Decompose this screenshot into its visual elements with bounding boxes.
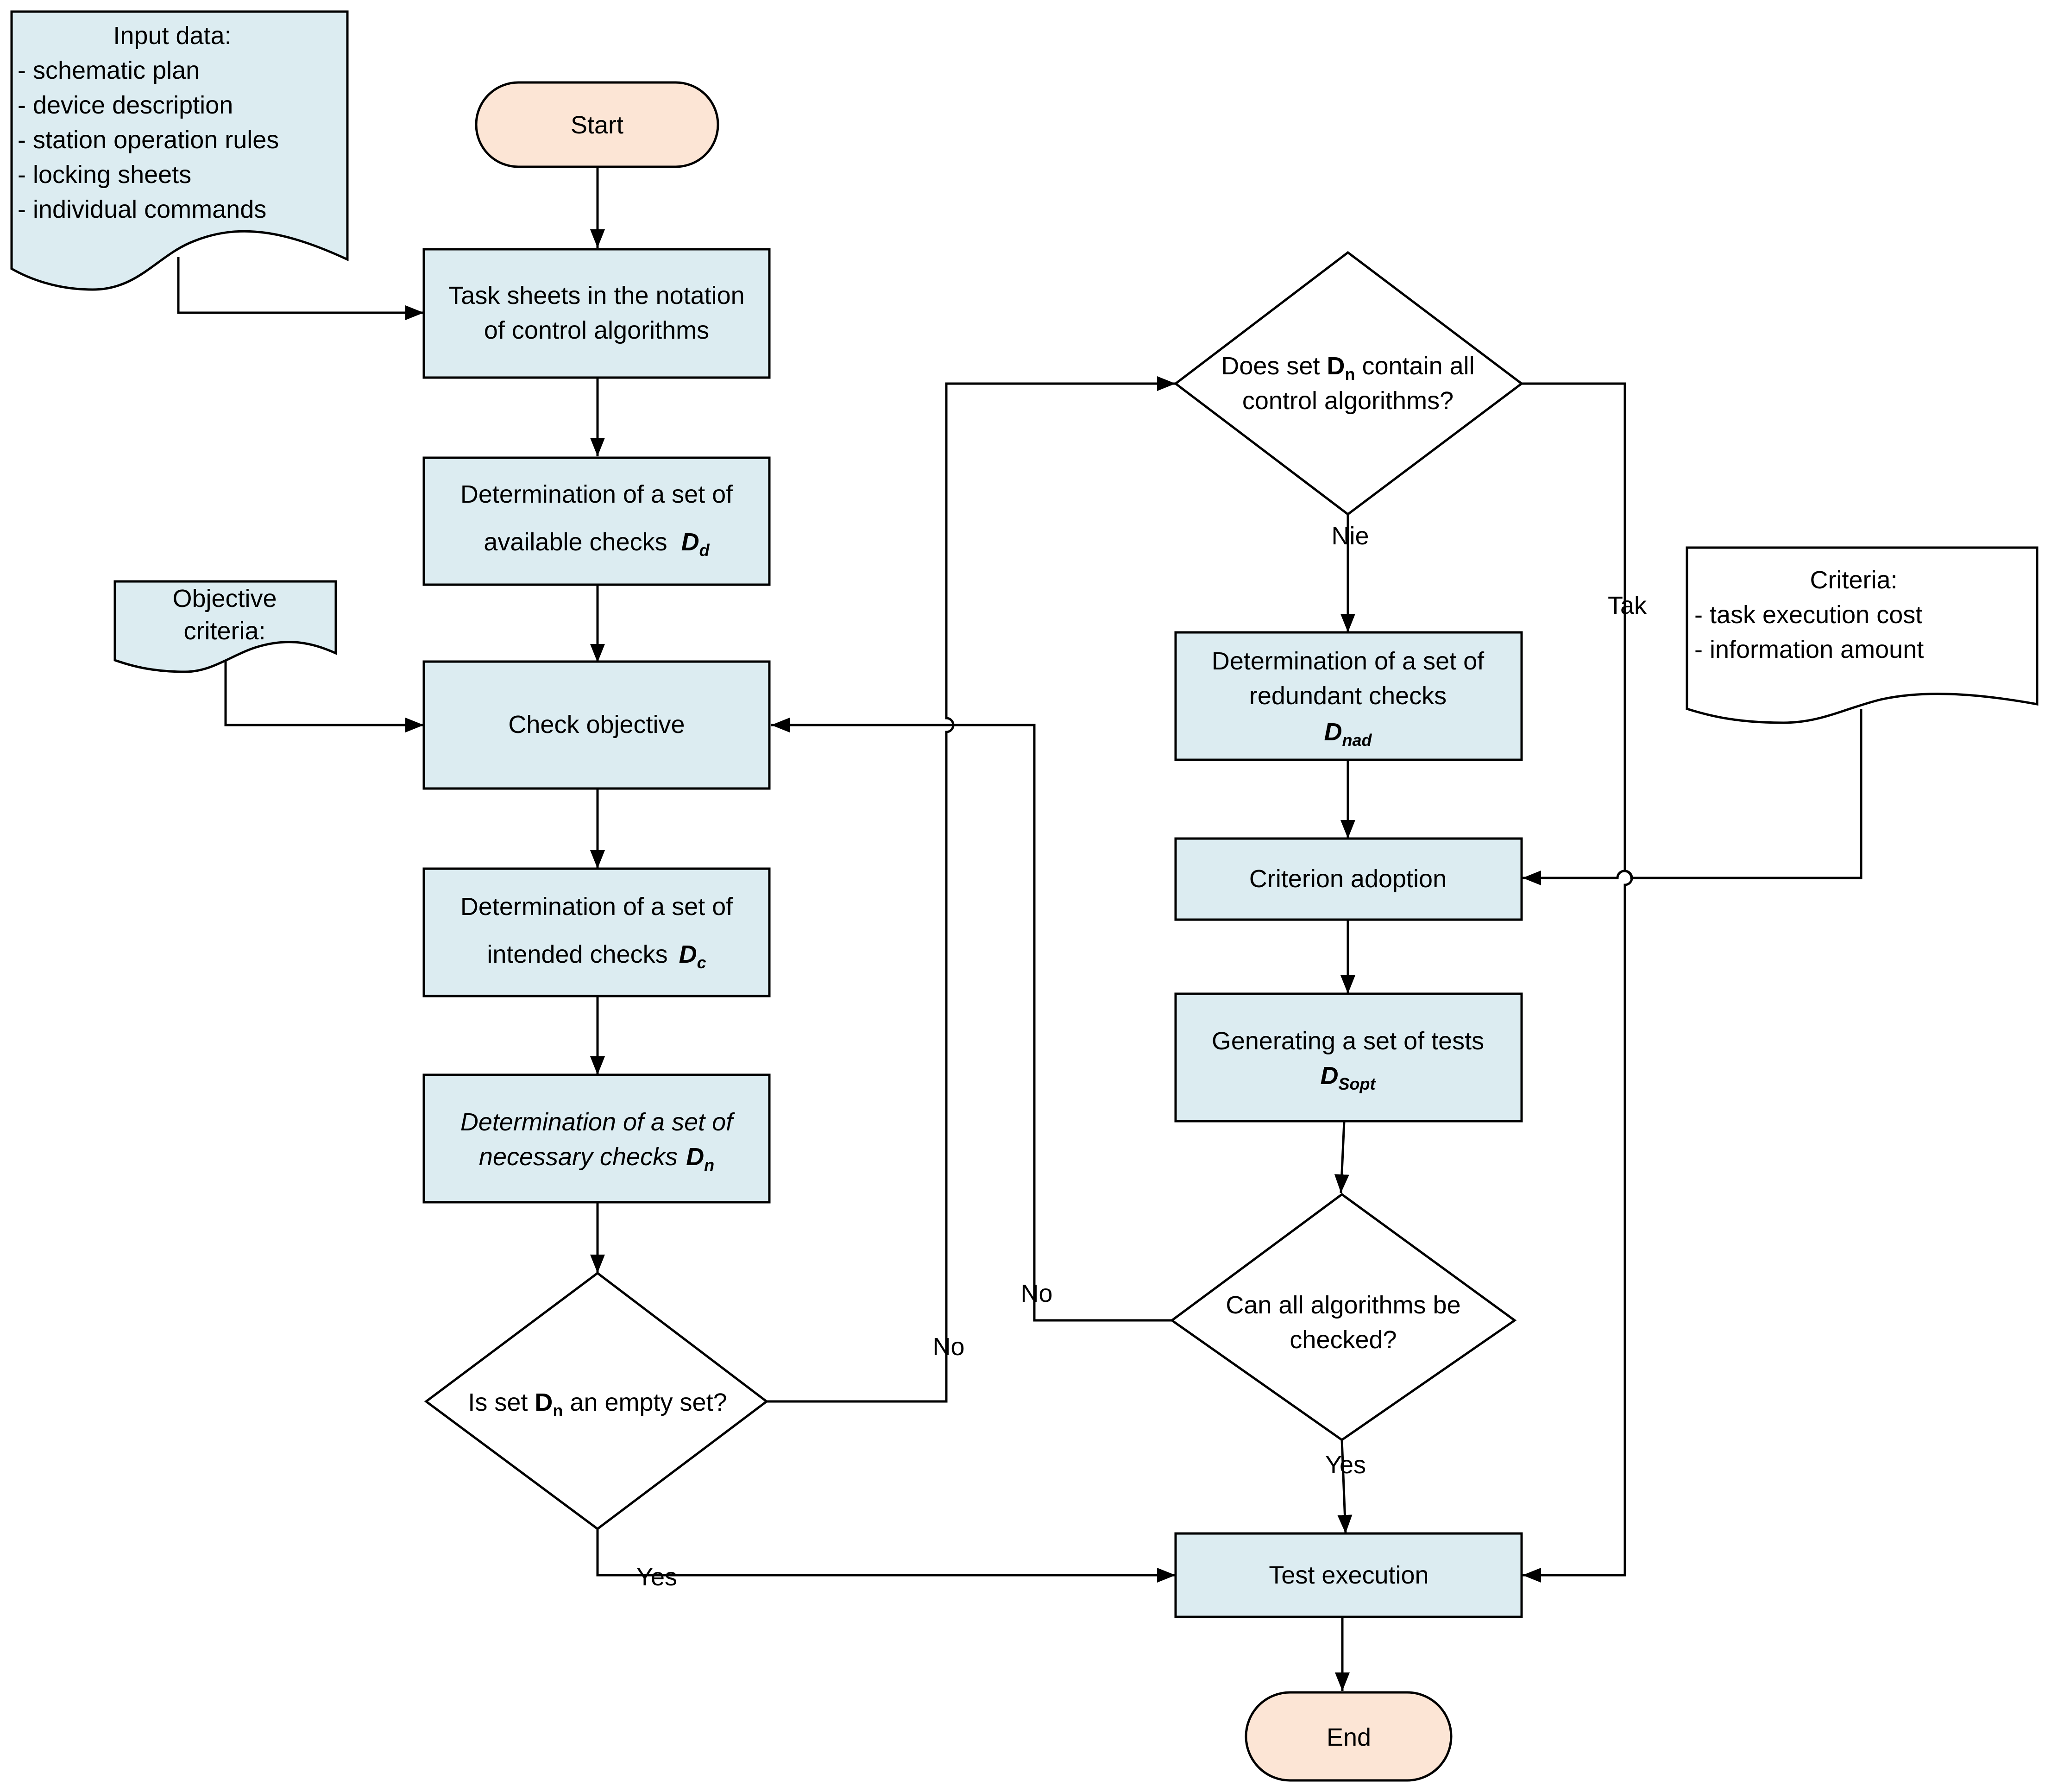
- check-objective-label: Check objective: [508, 711, 685, 738]
- objective-criteria-line2: criteria:: [183, 617, 265, 645]
- empty-set-question: Is set Dn an empty set?: [468, 1388, 727, 1420]
- generating-tests-symbol: DSopt: [1321, 1062, 1377, 1093]
- input-data-item: - device description: [18, 91, 233, 119]
- edge-generating-can: [1334, 1121, 1349, 1193]
- empty-set-decision: Is set Dn an empty set?: [424, 1271, 769, 1531]
- edge-objdoc-objective: [224, 656, 424, 732]
- can-check-question-line2: checked?: [1290, 1326, 1397, 1354]
- label-yes-can: Yes: [1325, 1451, 1366, 1479]
- start-label: Start: [571, 111, 623, 139]
- objective-criteria-line1: Objective: [172, 585, 277, 612]
- edge-labels: No Yes Nie Tak No Yes: [636, 522, 1647, 1591]
- input-data-item: - station operation rules: [18, 126, 279, 154]
- determination-available-line1: Determination of a set of: [460, 480, 733, 508]
- connectors: [177, 167, 1863, 1691]
- input-data-title: Input data:: [113, 22, 231, 50]
- edge-contain-tak-test: [1522, 382, 1633, 1583]
- label-no-can: No: [1020, 1280, 1052, 1307]
- end-label: End: [1327, 1723, 1371, 1751]
- edge-empty-yes-test: [596, 1529, 1176, 1583]
- criteria-document: Criteria: - task execution cost - inform…: [1686, 546, 2039, 724]
- objective-criteria-document: Objective criteria:: [113, 580, 337, 673]
- determination-necessary-line1: Determination of a set of: [460, 1108, 735, 1136]
- input-data-item: - locking sheets: [18, 161, 191, 189]
- criteria-item: - information amount: [1694, 636, 1924, 663]
- check-objective-box: Check objective: [422, 660, 771, 790]
- task-sheets-line2: of control algorithms: [484, 316, 709, 344]
- edge-empty-no-contain: [767, 376, 1176, 1403]
- label-no-empty: No: [932, 1333, 964, 1361]
- task-sheets-box: Task sheets in the notation of control a…: [422, 248, 771, 379]
- determination-intended-box: Determination of a set of intended check…: [422, 867, 771, 997]
- criteria-title: Criteria:: [1810, 566, 1897, 594]
- label-nie: Nie: [1331, 522, 1369, 550]
- can-check-decision: Can all algorithms be checked?: [1170, 1193, 1517, 1442]
- criterion-adoption-label: Criterion adoption: [1249, 865, 1447, 893]
- determination-redundant-symbol: Dnad: [1324, 718, 1372, 750]
- end-terminal: End: [1245, 1691, 1453, 1782]
- task-sheets-line1: Task sheets in the notation: [448, 282, 744, 309]
- edge-criteria-criterion: [1523, 709, 1863, 885]
- contain-all-question-line1: Does set Dn contain all: [1221, 352, 1474, 384]
- label-tak: Tak: [1608, 592, 1647, 619]
- contain-all-question-line2: control algorithms?: [1242, 387, 1454, 415]
- criterion-adoption-box: Criterion adoption: [1174, 837, 1523, 921]
- determination-redundant-box: Determination of a set of redundant chec…: [1174, 631, 1523, 761]
- start-terminal: Start: [475, 81, 719, 168]
- determination-redundant-line2: redundant checks: [1249, 682, 1447, 710]
- determination-available-box: Determination of a set of available chec…: [422, 456, 771, 586]
- test-execution-box: Test execution: [1174, 1532, 1523, 1618]
- determination-necessary-box: Determination of a set of necessary chec…: [422, 1073, 771, 1204]
- criteria-item: - task execution cost: [1694, 601, 1922, 629]
- input-data-document: Input data: - schematic plan - device de…: [10, 10, 349, 291]
- label-yes-empty: Yes: [636, 1563, 677, 1591]
- generating-tests-box: Generating a set of tests DSopt: [1174, 992, 1523, 1123]
- edge-can-yes-test: [1337, 1439, 1353, 1534]
- test-execution-label: Test execution: [1269, 1561, 1428, 1589]
- generating-tests-line1: Generating a set of tests: [1212, 1027, 1484, 1055]
- edge-input-task: [177, 257, 424, 320]
- input-data-item: - individual commands: [18, 196, 266, 223]
- contain-all-decision: Does set Dn contain all control algorith…: [1173, 251, 1524, 516]
- determination-intended-line1: Determination of a set of: [460, 893, 733, 921]
- edge-can-no-objective: [771, 718, 1172, 1322]
- determination-redundant-line1: Determination of a set of: [1212, 647, 1485, 675]
- input-data-item: - schematic plan: [18, 57, 200, 84]
- can-check-question-line1: Can all algorithms be: [1226, 1291, 1460, 1319]
